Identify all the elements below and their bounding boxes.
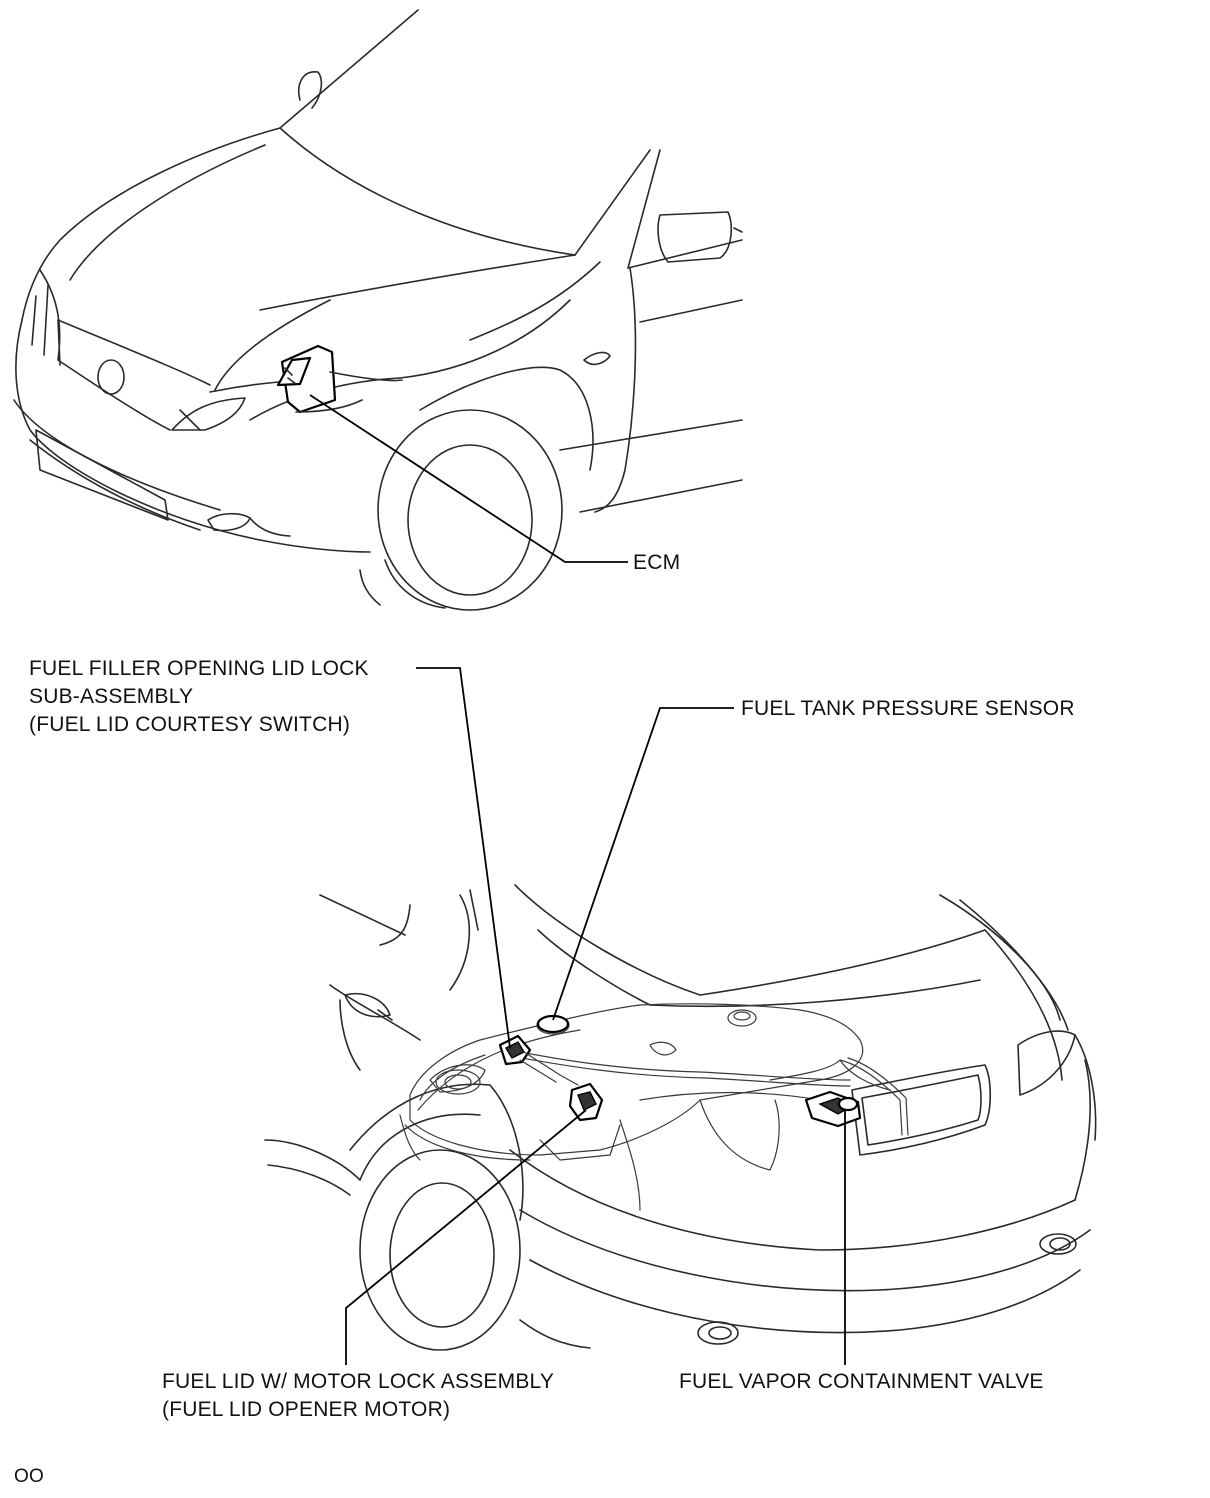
ecm-label: ECM — [633, 551, 681, 574]
fuel-lid-motor-lock-label: FUEL LID W/ MOTOR LOCK ASSEMBLY (FUEL LI… — [162, 1368, 554, 1424]
figure-code: OO — [14, 1466, 44, 1487]
fuel-tank-pressure-sensor-label: FUEL TANK PRESSURE SENSOR — [741, 697, 1075, 720]
lid-motor-label-line-1: FUEL LID W/ MOTOR LOCK ASSEMBLY — [162, 1370, 555, 1393]
lid-lock-leader-line — [416, 667, 511, 1049]
lid-lock-label-line-1: FUEL FILLER OPENING LID LOCK — [29, 657, 369, 680]
lid-lock-label-line-2: SUB-ASSEMBLY — [29, 685, 194, 708]
ecm-leader-line — [309, 394, 628, 563]
fuel-vapor-containment-valve-label: FUEL VAPOR CONTAINMENT VALVE — [679, 1370, 1044, 1393]
lid-motor-label-line-2: (FUEL LID OPENER MOTOR) — [162, 1398, 451, 1421]
pressure-sensor-leader-line — [552, 707, 734, 1021]
front-car-illustration — [13, 9, 743, 611]
lid-lock-label-line-3: (FUEL LID COURTESY SWITCH) — [29, 713, 351, 736]
rear-car-illustration — [264, 884, 1097, 1351]
lid-motor-leader-line — [345, 1109, 587, 1365]
fuel-filler-lid-lock-label: FUEL FILLER OPENING LID LOCK SUB-ASSEMBL… — [29, 655, 369, 739]
